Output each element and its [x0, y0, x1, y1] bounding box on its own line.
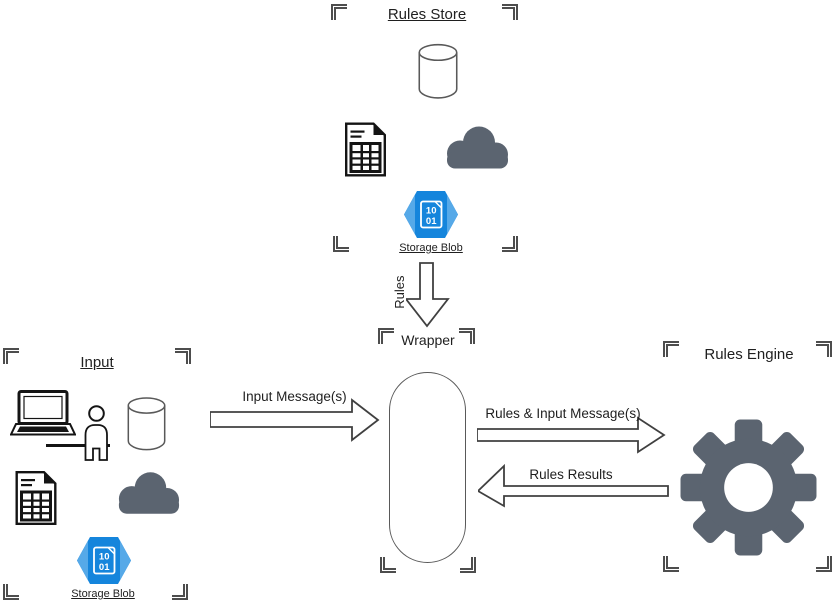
person-icon[interactable]	[81, 404, 111, 461]
input-title[interactable]: Input	[80, 354, 114, 371]
storage-blob-icon-input[interactable]: 10 01	[77, 537, 131, 584]
report-document-icon[interactable]	[345, 122, 386, 177]
rules-engine-corner-tl	[663, 341, 679, 357]
cloud-icon-input[interactable]	[112, 470, 183, 514]
wrapper-corner-br	[460, 557, 476, 573]
rules-down-arrow[interactable]	[406, 262, 450, 328]
storage-blob-label-input[interactable]: Storage Blob	[71, 588, 135, 600]
rules-engine-corner-tr	[816, 341, 832, 357]
wrapper-title: Wrapper	[401, 332, 455, 348]
input-corner-br	[172, 584, 188, 600]
rules-engine-corner-br	[816, 556, 832, 572]
storage-blob-icon[interactable]: 10 01	[404, 191, 458, 238]
rules-store-corner-br	[502, 236, 518, 252]
gear-icon[interactable]	[675, 414, 822, 561]
blob-icon-text-2: 01	[99, 562, 110, 573]
rules-store-title[interactable]: Rules Store	[387, 6, 467, 23]
blob-icon-text-1: 10	[99, 552, 110, 563]
laptop-icon[interactable]	[10, 390, 76, 437]
rules-results-arrow[interactable]	[478, 458, 670, 508]
blob-icon-text-1: 10	[426, 206, 437, 217]
wrapper-corner-bl	[380, 557, 396, 573]
database-cylinder-icon[interactable]	[418, 43, 458, 100]
input-corner-tl	[3, 348, 19, 364]
cloud-icon[interactable]	[440, 124, 512, 169]
input-corner-tr	[175, 348, 191, 364]
rules-store-corner-bl	[333, 236, 349, 252]
rules-store-corner-tr	[502, 4, 518, 20]
rules-results-label: Rules Results	[529, 467, 613, 482]
blob-icon-text-2: 01	[426, 216, 437, 227]
rules-engine-title: Rules Engine	[704, 346, 794, 363]
rules-engine-corner-bl	[663, 556, 679, 572]
wrapper-cylinder[interactable]	[389, 372, 466, 563]
desk-line	[46, 444, 110, 447]
rules-and-input-arrow[interactable]	[477, 414, 667, 459]
storage-blob-label-rules-store[interactable]: Storage Blob	[399, 242, 463, 254]
report-document-icon-input[interactable]	[15, 471, 57, 525]
rules-and-input-label: Rules & Input Message(s)	[485, 406, 641, 421]
rules-store-corner-tl	[331, 4, 347, 20]
database-cylinder-icon-input[interactable]	[126, 397, 167, 451]
input-corner-bl	[3, 584, 19, 600]
input-messages-label: Input Message(s)	[242, 389, 347, 404]
input-messages-arrow[interactable]	[210, 398, 380, 443]
wrapper-corner-tr	[459, 328, 475, 344]
wrapper-corner-tl	[378, 328, 394, 344]
